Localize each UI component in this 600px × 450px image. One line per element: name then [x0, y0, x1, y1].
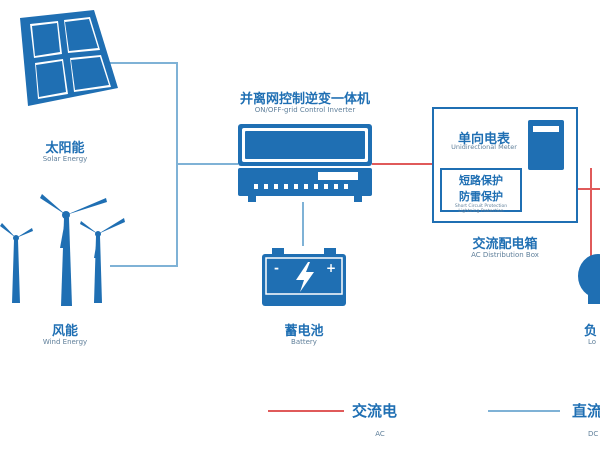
solar-sublabel: Solar Energy [42, 155, 88, 163]
protection-line1: 短路保护 [459, 174, 503, 187]
protection-box: 短路保护 防雷保护 Short Circuit Protection Light… [440, 168, 522, 214]
ac-line-inverter-to-box [372, 163, 432, 165]
solar-panel [8, 8, 123, 108]
inverter-label: 并离网控制逆变一体机 [239, 92, 370, 107]
load-sublabel: Lo [588, 338, 597, 346]
dc-line-inverter-to-battery [302, 202, 304, 246]
svg-text:-: - [274, 261, 279, 275]
distribution-box-sublabel: AC Distribution Box [471, 251, 539, 259]
inverter-icon [238, 124, 372, 202]
svg-text:+: + [326, 261, 336, 275]
wind-sublabel: Wind Energy [42, 338, 88, 346]
dc-line-solar-right [110, 62, 176, 64]
legend-dc-label: 直流 [572, 402, 600, 420]
battery-sublabel: Battery [291, 338, 317, 346]
light-bulb-icon [578, 254, 600, 304]
inverter-unit [238, 124, 372, 204]
solar-panel-icon [20, 10, 118, 106]
solar-label: 太阳能 [45, 141, 85, 156]
meter-label: 单向电表 [457, 132, 510, 147]
dc-line-bus-to-inverter [176, 163, 238, 165]
legend-ac-label: 交流电 [352, 402, 398, 420]
meter-sublabel: Unidirectional Meter [451, 143, 517, 151]
meter-device [528, 120, 564, 170]
inverter-sublabel: ON/OFF-grid Control Inverter [254, 106, 356, 114]
load-label: 负 [584, 324, 598, 339]
legend-dc-line [488, 410, 560, 412]
legend-dc-sublabel: DC [588, 430, 599, 438]
legend-ac-sublabel: AC [375, 430, 385, 438]
battery-icon: - + [262, 248, 346, 306]
protection-en-line2: Lightning Protection [458, 209, 504, 214]
ac-line-load-down [590, 168, 592, 258]
protection-en-line1: Short Circuit Protection [454, 204, 508, 209]
wind-label: 风能 [51, 324, 78, 339]
protection-line2: 防雷保护 [459, 190, 503, 203]
meter-icon [528, 120, 564, 170]
load-unit [572, 254, 600, 314]
battery-label: 蓄电池 [284, 324, 324, 339]
legend-ac-line [268, 410, 344, 412]
wind-turbine-icon [0, 194, 125, 306]
distribution-box-label: 交流配电箱 [472, 237, 538, 252]
battery-unit: - + [262, 246, 346, 308]
wind-turbines [0, 188, 130, 308]
dc-line-wind-right [110, 265, 178, 267]
